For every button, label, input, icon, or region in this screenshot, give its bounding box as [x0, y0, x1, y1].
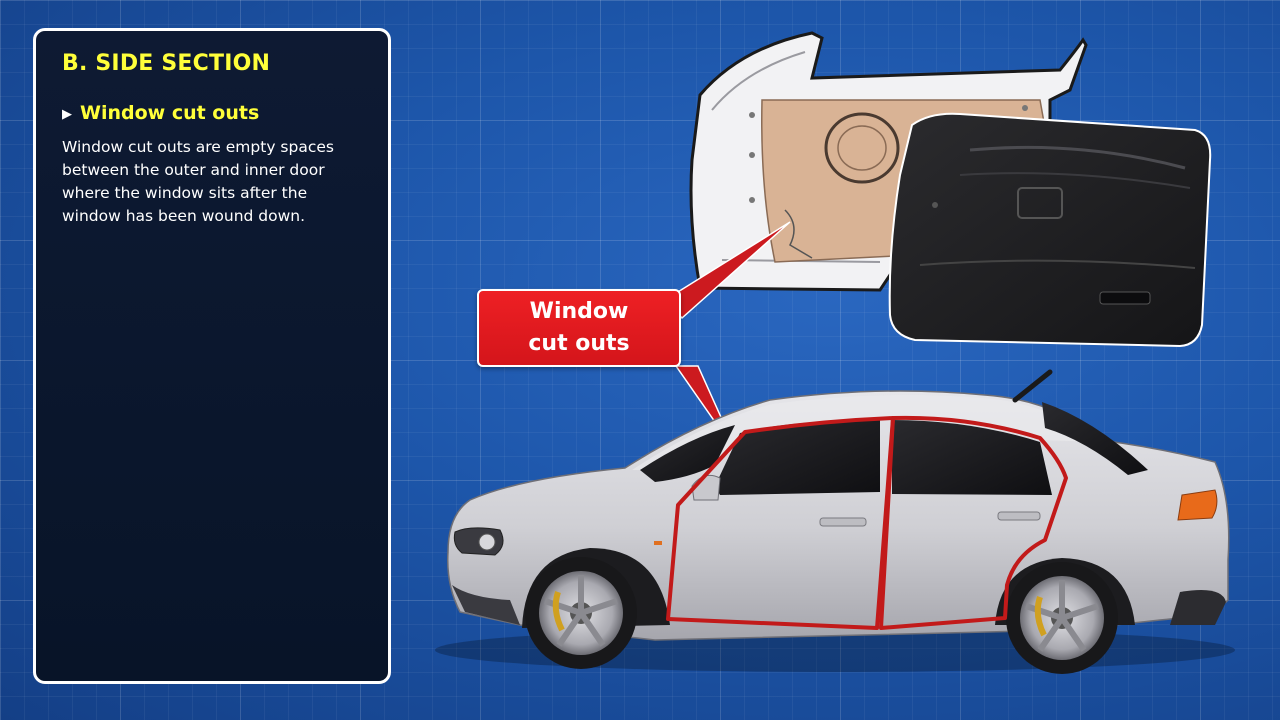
topic-heading: ▶ Window cut outs [62, 102, 362, 124]
info-panel: B. SIDE SECTION ▶ Window cut outs Window… [33, 28, 391, 684]
window-cut-outs-callout: Window cut outs [477, 289, 681, 367]
door-assembly-illustration [689, 31, 1212, 348]
rear-wheel [1006, 562, 1118, 674]
section-title: B. SIDE SECTION [62, 51, 271, 76]
topic-title: Window cut outs [80, 102, 260, 124]
topic-description: Window cut outs are empty spaces between… [62, 138, 334, 225]
rear-door-outline [879, 415, 1068, 630]
front-wheel [525, 557, 637, 669]
play-bullet-icon: ▶ [62, 105, 72, 121]
sedan-illustration [435, 369, 1235, 674]
